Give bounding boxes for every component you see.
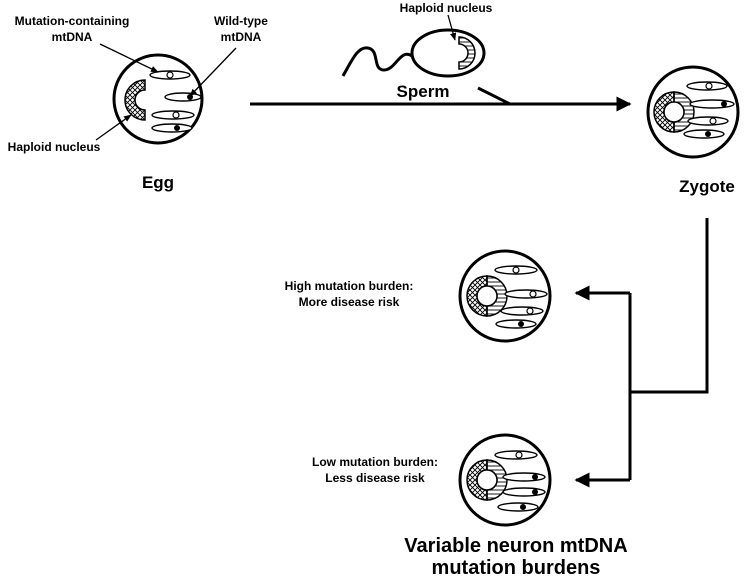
high-cell-nucleus [466, 275, 508, 317]
egg-mitochondrion-wildtype [164, 92, 202, 102]
wildtype-mtdna-label-line1: Wild-type [214, 14, 268, 28]
high-cell-mitochondrion-mutant [504, 289, 548, 299]
zygote-mitochondrion-wildtype [689, 99, 735, 109]
mutation-mtdna-pointer [99, 43, 159, 73]
zygote-cell [646, 65, 740, 159]
caption-line2: mutation burdens [432, 557, 601, 576]
low-cell-mitochondrion-wildtype [497, 502, 539, 512]
low-cell-mitochondrion-wildtype [502, 472, 546, 482]
sperm-nucleus-pointer [447, 14, 457, 41]
high-burden-label-line2: More disease risk [299, 295, 400, 309]
egg-mitochondrion-mutant [149, 70, 191, 80]
sperm-tail [341, 46, 413, 77]
sperm-cell [341, 28, 486, 78]
high-burden-label-line1: High mutation burden: [285, 279, 414, 293]
wildtype-mtdna-label-line2: mtDNA [221, 30, 262, 44]
egg-nucleus-pointer [95, 114, 132, 141]
high-cell-mitochondrion-wildtype [495, 319, 537, 329]
low-cell-mitochondrion-wildtype [502, 487, 546, 497]
wildtype-mtdna-pointer [189, 47, 237, 97]
mutation-mtdna-label-line2: mtDNA [52, 30, 93, 44]
low-burden-label-line1: Low mutation burden: [312, 455, 438, 469]
egg-mitochondrion-wildtype [151, 123, 193, 133]
zygote-label: Zygote [679, 177, 735, 196]
low-cell-mitochondrion-mutant [494, 450, 538, 460]
high-burden-cell [458, 249, 552, 343]
zygote-mitochondrion-mutant [687, 116, 729, 126]
low-burden-cell [458, 433, 552, 527]
egg-label: Egg [142, 173, 174, 192]
egg-haploid-label: Haploid nucleus [8, 140, 101, 154]
division-arrows [574, 218, 709, 488]
sperm-to-fertilization-line [477, 86, 511, 106]
mutation-mtdna-label-line1: Mutation-containing [15, 14, 130, 28]
sperm-haploid-nucleus [458, 36, 476, 70]
low-burden-label-line2: Less disease risk [325, 471, 425, 485]
high-cell-mitochondrion-mutant [500, 306, 544, 316]
zygote-mitochondrion-wildtype [683, 129, 725, 139]
low-cell-nucleus [466, 459, 508, 501]
egg-haploid-nucleus [124, 79, 146, 121]
high-cell-mitochondrion-mutant [494, 265, 538, 275]
zygote-mitochondrion-mutant [686, 81, 728, 91]
egg-cell [112, 53, 204, 145]
sperm-label: Sperm [397, 82, 450, 101]
sperm-haploid-label: Haploid nucleus [400, 1, 493, 15]
zygote-nucleus [653, 91, 695, 133]
egg-mitochondrion-mutant [151, 110, 195, 120]
caption-line1: Variable neuron mtDNA [404, 535, 627, 557]
